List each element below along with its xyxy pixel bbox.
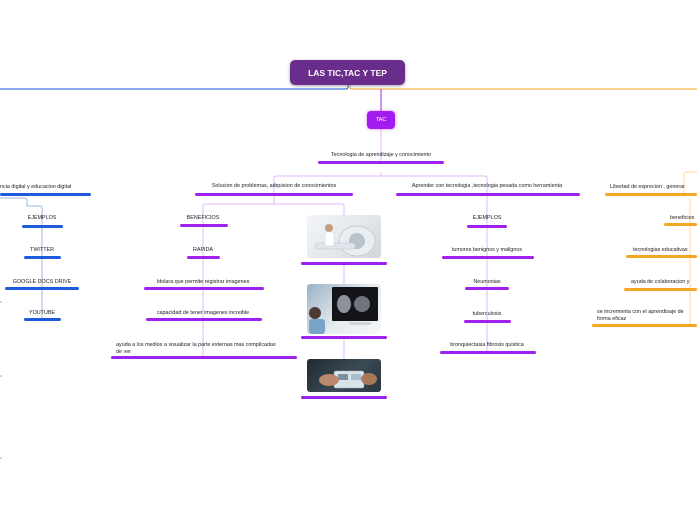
branch-b-item-2-bar bbox=[465, 287, 509, 290]
left-item-youtube[interactable]: YOUTUBE bbox=[28, 310, 56, 316]
root-title: LAS TIC,TAC Y TEP bbox=[308, 67, 387, 78]
rapida-bar bbox=[187, 256, 220, 259]
left-item-twitter-bar bbox=[24, 256, 61, 259]
branch-b-ejemplos-bar bbox=[467, 225, 507, 228]
right-item-colaboracion-bar bbox=[624, 288, 697, 291]
branch-a-title[interactable]: Solucion de problemas, adquision de cono… bbox=[211, 183, 337, 189]
right-item-tecnologias[interactable]: tecnologias educativas bbox=[633, 247, 688, 253]
branch-a-item-2[interactable]: capacidad de tener imagenes increible bbox=[156, 310, 250, 316]
right-item-beneficios[interactable]: beneficios bbox=[670, 215, 695, 221]
branch-a-item-2-bar bbox=[146, 318, 262, 321]
right-item-tecnologias-bar bbox=[626, 255, 697, 258]
center-topic-bar bbox=[318, 161, 444, 164]
branch-a-item-3[interactable]: ayuda a los medios a visualizar la parte… bbox=[116, 342, 276, 355]
branch-b-ejemplos[interactable]: EJEMPLOS bbox=[472, 215, 502, 221]
doctor-photo-bar bbox=[301, 336, 387, 339]
branch-b-item-4[interactable]: bronquiectasia fibrosis quistica bbox=[450, 342, 524, 348]
beneficios-label[interactable]: BENEFICIOS bbox=[186, 215, 220, 221]
left-item-youtube-bar bbox=[24, 318, 61, 321]
hands-photo-bar bbox=[301, 396, 387, 399]
right-item-colaboracion[interactable]: ayuda de colaboracion y bbox=[631, 279, 690, 285]
left-item-twitter[interactable]: TWITTER bbox=[30, 247, 54, 253]
hands-tablet-photo bbox=[307, 359, 381, 392]
left-item-google-docs[interactable]: GOOGLE DOCS DRIVE bbox=[12, 279, 72, 285]
branch-b-item-1[interactable]: tumores benignos y malignos bbox=[451, 247, 523, 253]
beneficios-bar bbox=[180, 224, 228, 227]
tac-label: TAC bbox=[375, 117, 387, 123]
right-item-aprendisaje[interactable]: se incrementa con el aprendisaje de form… bbox=[597, 309, 684, 322]
doctor-monitor-photo bbox=[307, 284, 381, 334]
right-branch-bar bbox=[605, 193, 697, 196]
left-item-google-docs-bar bbox=[5, 287, 79, 290]
branch-a-bar bbox=[195, 193, 353, 196]
branch-b-item-2[interactable]: Neumonias bbox=[473, 279, 501, 285]
left-ejemplos[interactable]: EJEMPLOS bbox=[27, 215, 57, 221]
branch-b-title[interactable]: Aprender con tecnologia ,tecnologia pesa… bbox=[411, 183, 563, 189]
branch-a-item-1-bar bbox=[144, 287, 264, 290]
root-topic[interactable]: LAS TIC,TAC Y TEP bbox=[290, 60, 405, 85]
center-topic-label[interactable]: Tecnologia de aprendizaje y conocimiento bbox=[330, 152, 432, 158]
branch-a-item-1[interactable]: Idolara que permite registrar imagenes bbox=[156, 279, 250, 285]
branch-b-item-4-bar bbox=[440, 351, 536, 354]
left-branch-bar bbox=[0, 193, 91, 196]
branch-b-item-1-bar bbox=[442, 256, 534, 259]
branch-a-item-3-bar bbox=[111, 356, 297, 359]
branch-b-item-3-bar bbox=[464, 320, 511, 323]
tac-node[interactable]: TAC bbox=[367, 111, 395, 129]
branch-b-item-3[interactable]: tuberculosis bbox=[472, 311, 502, 317]
mri-scanner-photo bbox=[307, 215, 381, 258]
right-item-aprendisaje-bar bbox=[592, 324, 697, 327]
left-branch-title[interactable]: ncia digital y educacion digital bbox=[0, 184, 72, 190]
left-ejemplos-bar bbox=[22, 225, 63, 228]
right-item-beneficios-bar bbox=[664, 223, 697, 226]
right-branch-title[interactable]: Libertad de exprecion , generar bbox=[610, 184, 685, 190]
rapida-label[interactable]: RAPIDA bbox=[192, 247, 214, 253]
branch-b-bar bbox=[396, 193, 580, 196]
mri-photo-bar bbox=[301, 262, 387, 265]
